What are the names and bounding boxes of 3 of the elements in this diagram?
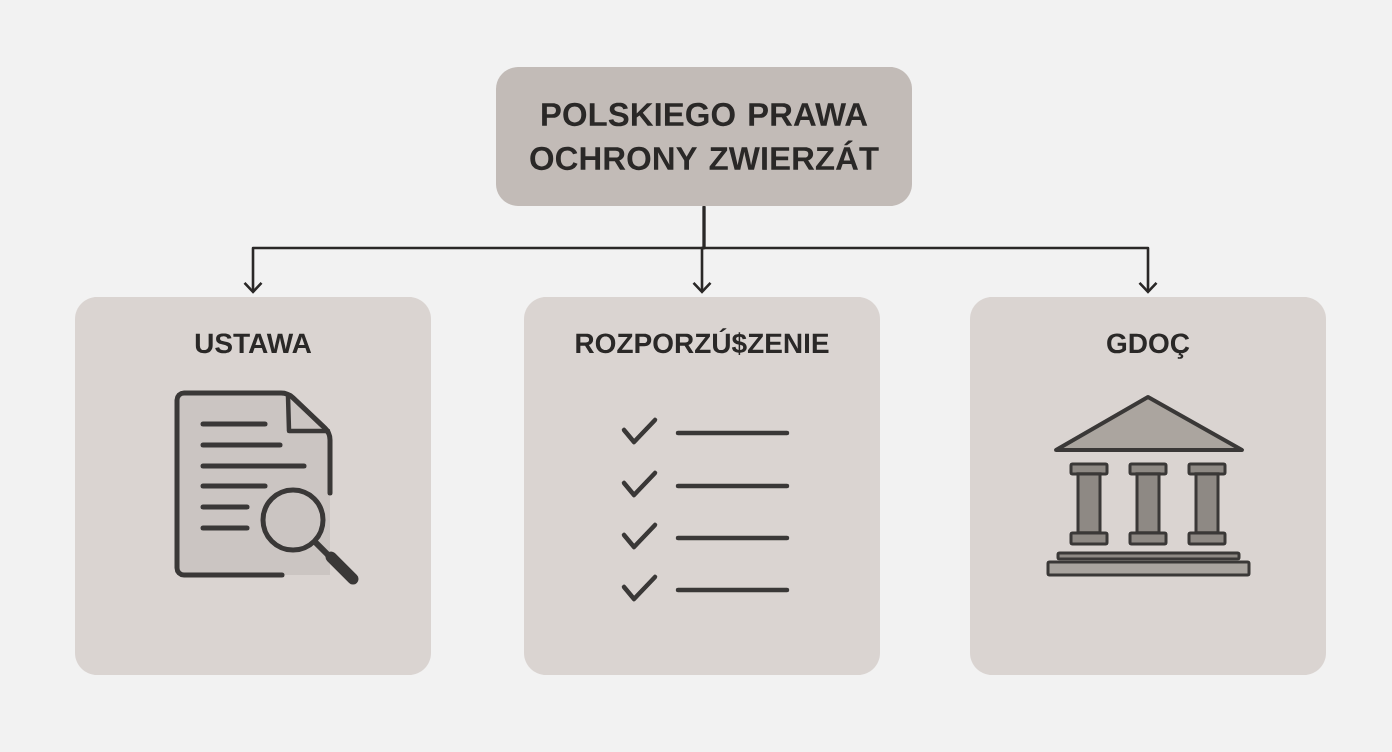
title-box: POLSKIEGO PRAWA OCHRONY ZWIERZÁT bbox=[496, 67, 912, 206]
arrow bbox=[702, 206, 1158, 294]
category-card: ROZPORZÚ$ZENIE bbox=[524, 297, 880, 675]
